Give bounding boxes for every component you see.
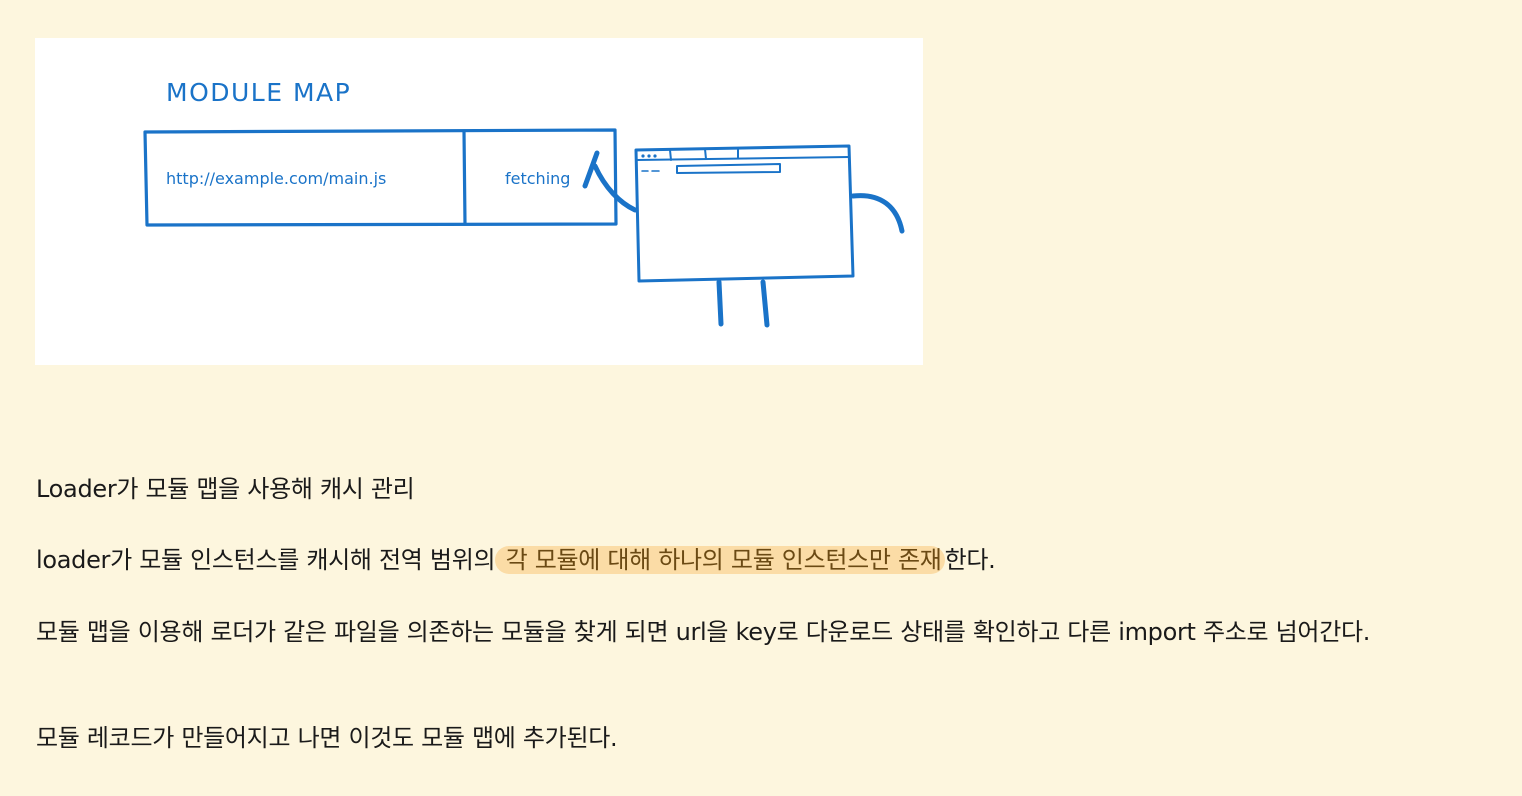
module-map-title: MODULE MAP bbox=[166, 78, 351, 107]
paragraph-module-instance: loader가 모듈 인스턴스를 캐시해 전역 범위의 각 모듈에 대해 하나의… bbox=[36, 543, 996, 577]
module-map-status: fetching bbox=[505, 169, 570, 188]
module-map-illustration: MODULE MAP http://example.com/main.js fe… bbox=[35, 38, 923, 365]
browser-character bbox=[582, 144, 905, 328]
paragraph-module-instance-after: 한다. bbox=[944, 546, 996, 574]
paragraph-module-instance-before: loader가 모듈 인스턴스를 캐시해 전역 범위의 bbox=[36, 546, 496, 574]
module-map-table bbox=[143, 128, 618, 227]
highlighted-text: 각 모듈에 대해 하나의 모듈 인스턴스만 존재 bbox=[495, 546, 945, 574]
module-map-url: http://example.com/main.js bbox=[166, 169, 386, 188]
paragraph-module-record: 모듈 레코드가 만들어지고 나면 이것도 모듈 맵에 추가된다. bbox=[36, 724, 618, 752]
module-map-sketch: MODULE MAP http://example.com/main.js fe… bbox=[143, 78, 905, 328]
paragraph-module-map-usage: 모듈 맵을 이용해 로더가 같은 파일을 의존하는 모듈을 찾게 되면 url을… bbox=[36, 618, 1371, 646]
browser-window-dots bbox=[641, 154, 657, 158]
paragraph-loader-cache: Loader가 모듈 맵을 사용해 캐시 관리 bbox=[36, 475, 415, 503]
